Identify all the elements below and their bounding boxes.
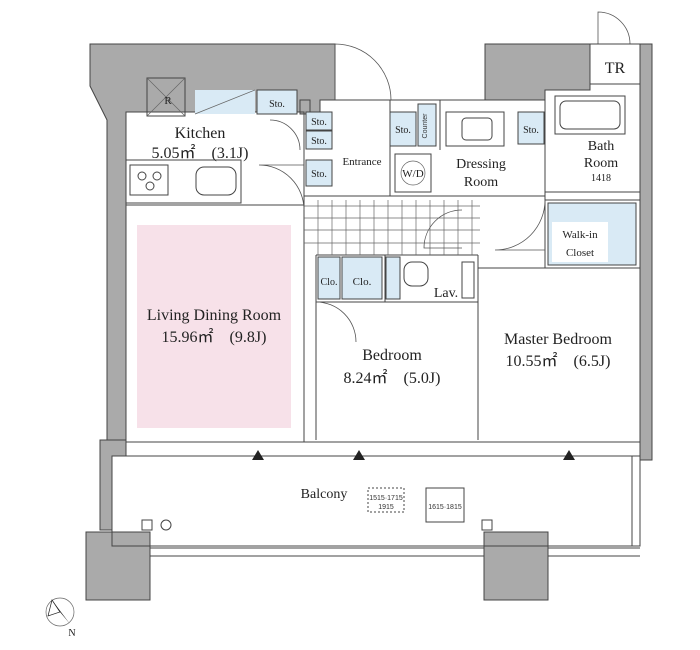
bedroom-area: 8.24㎡ (5.0J) [344,369,441,387]
clo-1-label: Clo. [321,277,338,288]
walkin-name-2: Closet [566,247,594,259]
hallway-tiles [304,200,480,255]
wall-top-right [484,43,591,101]
lav-name: Lav. [434,286,458,301]
column-left [85,531,151,601]
kitchen-storage [256,89,298,115]
entrance-name: Entrance [342,156,381,168]
tr-box [589,43,641,85]
entrance-storage [305,103,545,193]
wall-mid-stub [299,99,311,115]
bedroom-closets [317,256,475,300]
toilet-icon [403,261,429,287]
master-name: Master Bedroom [504,331,613,348]
window-marker-2 [353,450,365,460]
counter-sto-label: Sto. [395,125,411,136]
counter-label: Counter [422,113,429,139]
balcony-unit-2 [425,487,465,523]
master-area: 10.55㎡ (6.5J) [506,352,611,370]
walkin-name-1: Walk-in [562,229,598,241]
balcony [111,450,641,557]
dressing-name-1: Dressing [456,157,506,172]
stove-icon [129,164,169,196]
bathtub-icon [554,95,626,135]
kitchen-fixtures [125,77,298,204]
entrance-sto-2-label: Sto. [311,136,327,147]
wall-right [639,43,653,461]
bath-name-2: Room [584,156,618,171]
window-marker-3 [563,450,575,460]
sink-icon [195,166,237,196]
living-floor [137,225,291,428]
kitchen-name: Kitchen [175,125,226,142]
balcony-unit-1-line2: 1915 [378,504,394,511]
balcony-name: Balcony [301,487,348,502]
exterior-walls [85,43,653,601]
balcony-unit-1-line1: 1515·1715 [369,495,403,502]
tr-name: TR [605,60,626,77]
living-area: 15.96㎡ (9.8J) [162,328,267,346]
balcony-unit-1 [367,487,405,513]
interior-walls [125,99,640,443]
window-marker-1 [252,450,264,460]
dressing-sink [445,111,505,147]
wall-left-lower [99,439,127,531]
kitchen-area: 5.05㎡ (3.1J) [152,144,249,162]
bedroom-name: Bedroom [362,347,422,364]
kitchen-sto-label: Sto. [269,99,285,110]
dressing-sto-label: Sto. [523,125,539,136]
drain-icon [160,519,172,531]
refrigerator-icon [146,77,186,117]
column-right [483,531,549,601]
compass-label: N [68,628,75,639]
dressing-name-2: Room [464,175,498,190]
compass-icon [45,597,75,627]
doors [258,11,641,343]
balcony-unit-2-label: 1615·1815 [428,504,462,511]
lav-counter [461,261,475,299]
kitchen-counter [125,159,242,204]
washer-icon [394,153,432,193]
bath-name-1: Bath [588,139,614,154]
refrigerator-label: R [164,95,172,107]
washer-label: W/D [402,168,423,180]
entrance-sto-3-label: Sto. [311,169,327,180]
living-name: Living Dining Room [147,307,282,324]
entrance-sto-1-label: Sto. [311,117,327,128]
bath-size: 1418 [591,173,611,184]
bath-fixtures [554,95,626,135]
clo-2-label: Clo. [353,276,372,288]
walkin-closet [547,202,637,266]
